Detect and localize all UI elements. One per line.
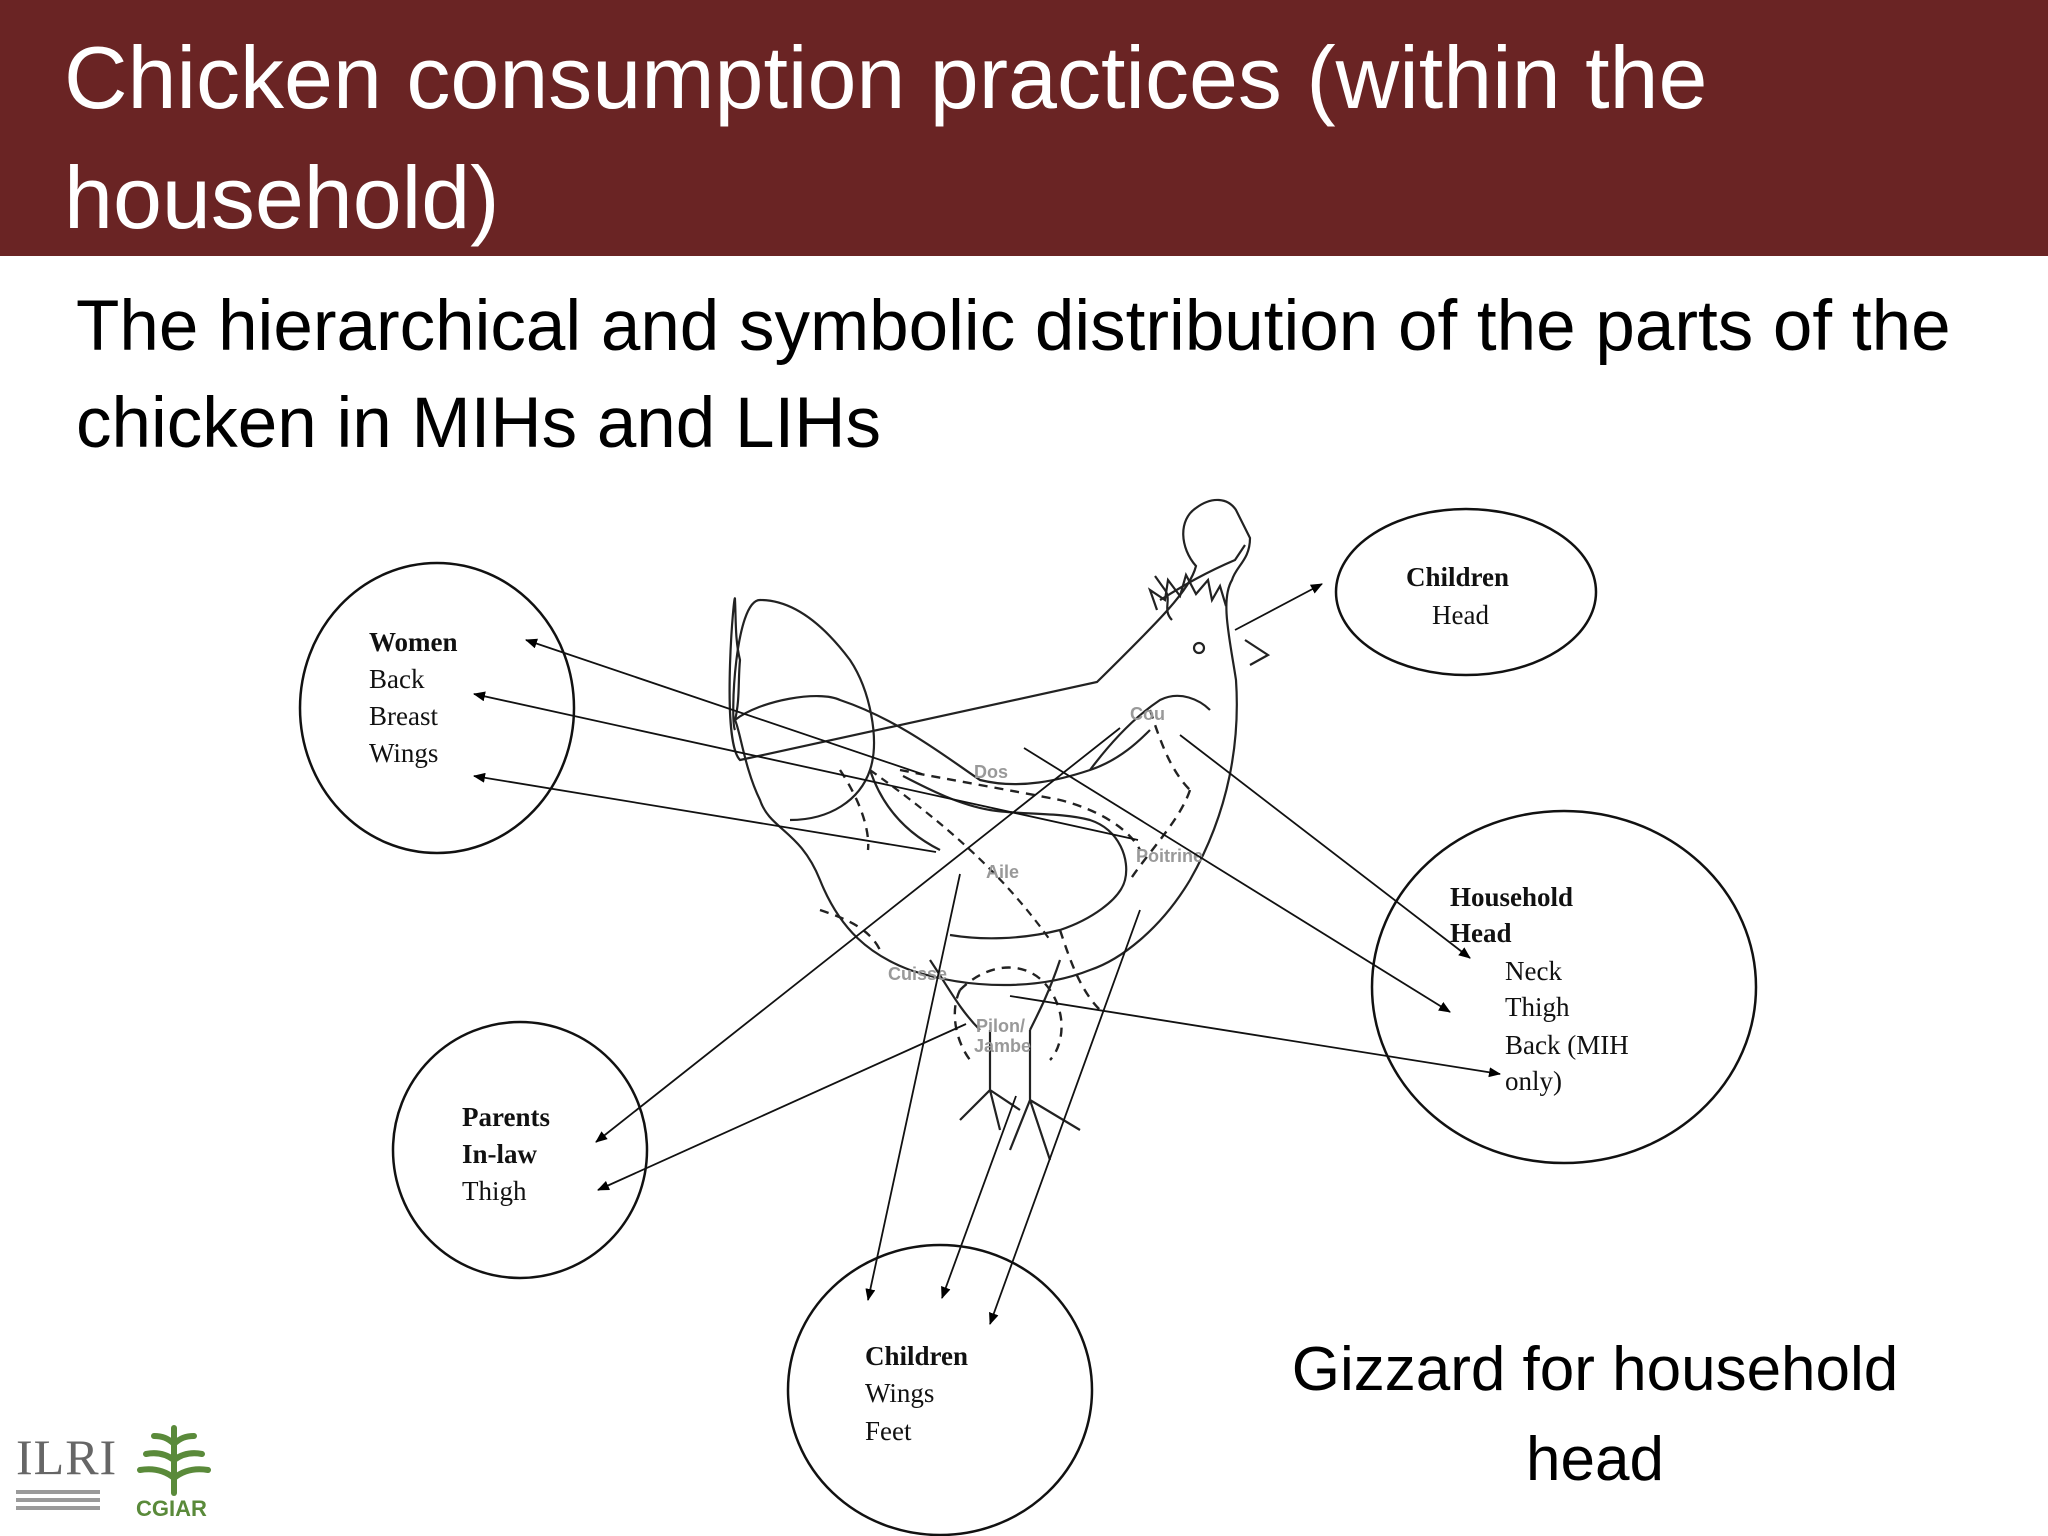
part-label: Cou: [1130, 704, 1165, 724]
children-wf-item: Wings: [865, 1378, 934, 1408]
household-head-title: Household: [1450, 882, 1573, 912]
parents-item: Thigh: [462, 1176, 527, 1206]
part-label: Dos: [974, 762, 1008, 782]
children-wf-title: Children: [865, 1341, 968, 1371]
parents-title-2: In-law: [462, 1139, 538, 1169]
women-ellipse: [298, 561, 576, 855]
women-title: Women: [369, 627, 458, 657]
gizzard-note: Gizzard for household head: [1291, 1335, 1899, 1494]
children-head-title: Children: [1406, 562, 1509, 592]
parents-title: Parents: [462, 1102, 550, 1132]
part-label: Poitrine: [1136, 846, 1203, 866]
children-wf-item: Feet: [865, 1416, 912, 1446]
parents-inlaw-ellipse: [391, 1020, 649, 1280]
household-head-item: Back (MIH: [1505, 1030, 1629, 1060]
children-head-ellipse: [1334, 507, 1598, 677]
household-head-title-2: Head: [1450, 918, 1512, 948]
slide-subtitle: The hierarchical and symbolic distributi…: [76, 287, 1951, 463]
household-head-item: Thigh: [1505, 992, 1570, 1022]
children-wings-feet-ellipse: [786, 1243, 1094, 1536]
ilri-wordmark: ILRI: [16, 1429, 118, 1485]
part-label: Jambe: [974, 1036, 1031, 1056]
chicken-drawing: [728, 498, 1271, 1161]
household-head-ellipse: [1370, 809, 1758, 1165]
cgiar-logo: CGIAR: [124, 1418, 224, 1522]
wheat-icon: [137, 1425, 211, 1496]
ilri-logo: ILRI: [16, 1428, 118, 1518]
children-head-item: Head: [1432, 600, 1489, 630]
part-label: Cuisse: [888, 964, 947, 984]
title-bar: [0, 0, 2048, 256]
part-label: Aile: [986, 862, 1019, 882]
ilri-tagline-lines: [16, 1490, 106, 1510]
slide-title: Chicken consumption practices (within th…: [64, 28, 1708, 247]
household-head-item: only): [1505, 1066, 1562, 1096]
women-item: Wings: [369, 738, 438, 768]
household-head-item: Neck: [1505, 956, 1562, 986]
women-item: Breast: [369, 701, 438, 731]
women-item: Back: [369, 664, 425, 694]
cgiar-wordmark: CGIAR: [136, 1496, 207, 1521]
part-label: Pilon/: [976, 1016, 1025, 1036]
